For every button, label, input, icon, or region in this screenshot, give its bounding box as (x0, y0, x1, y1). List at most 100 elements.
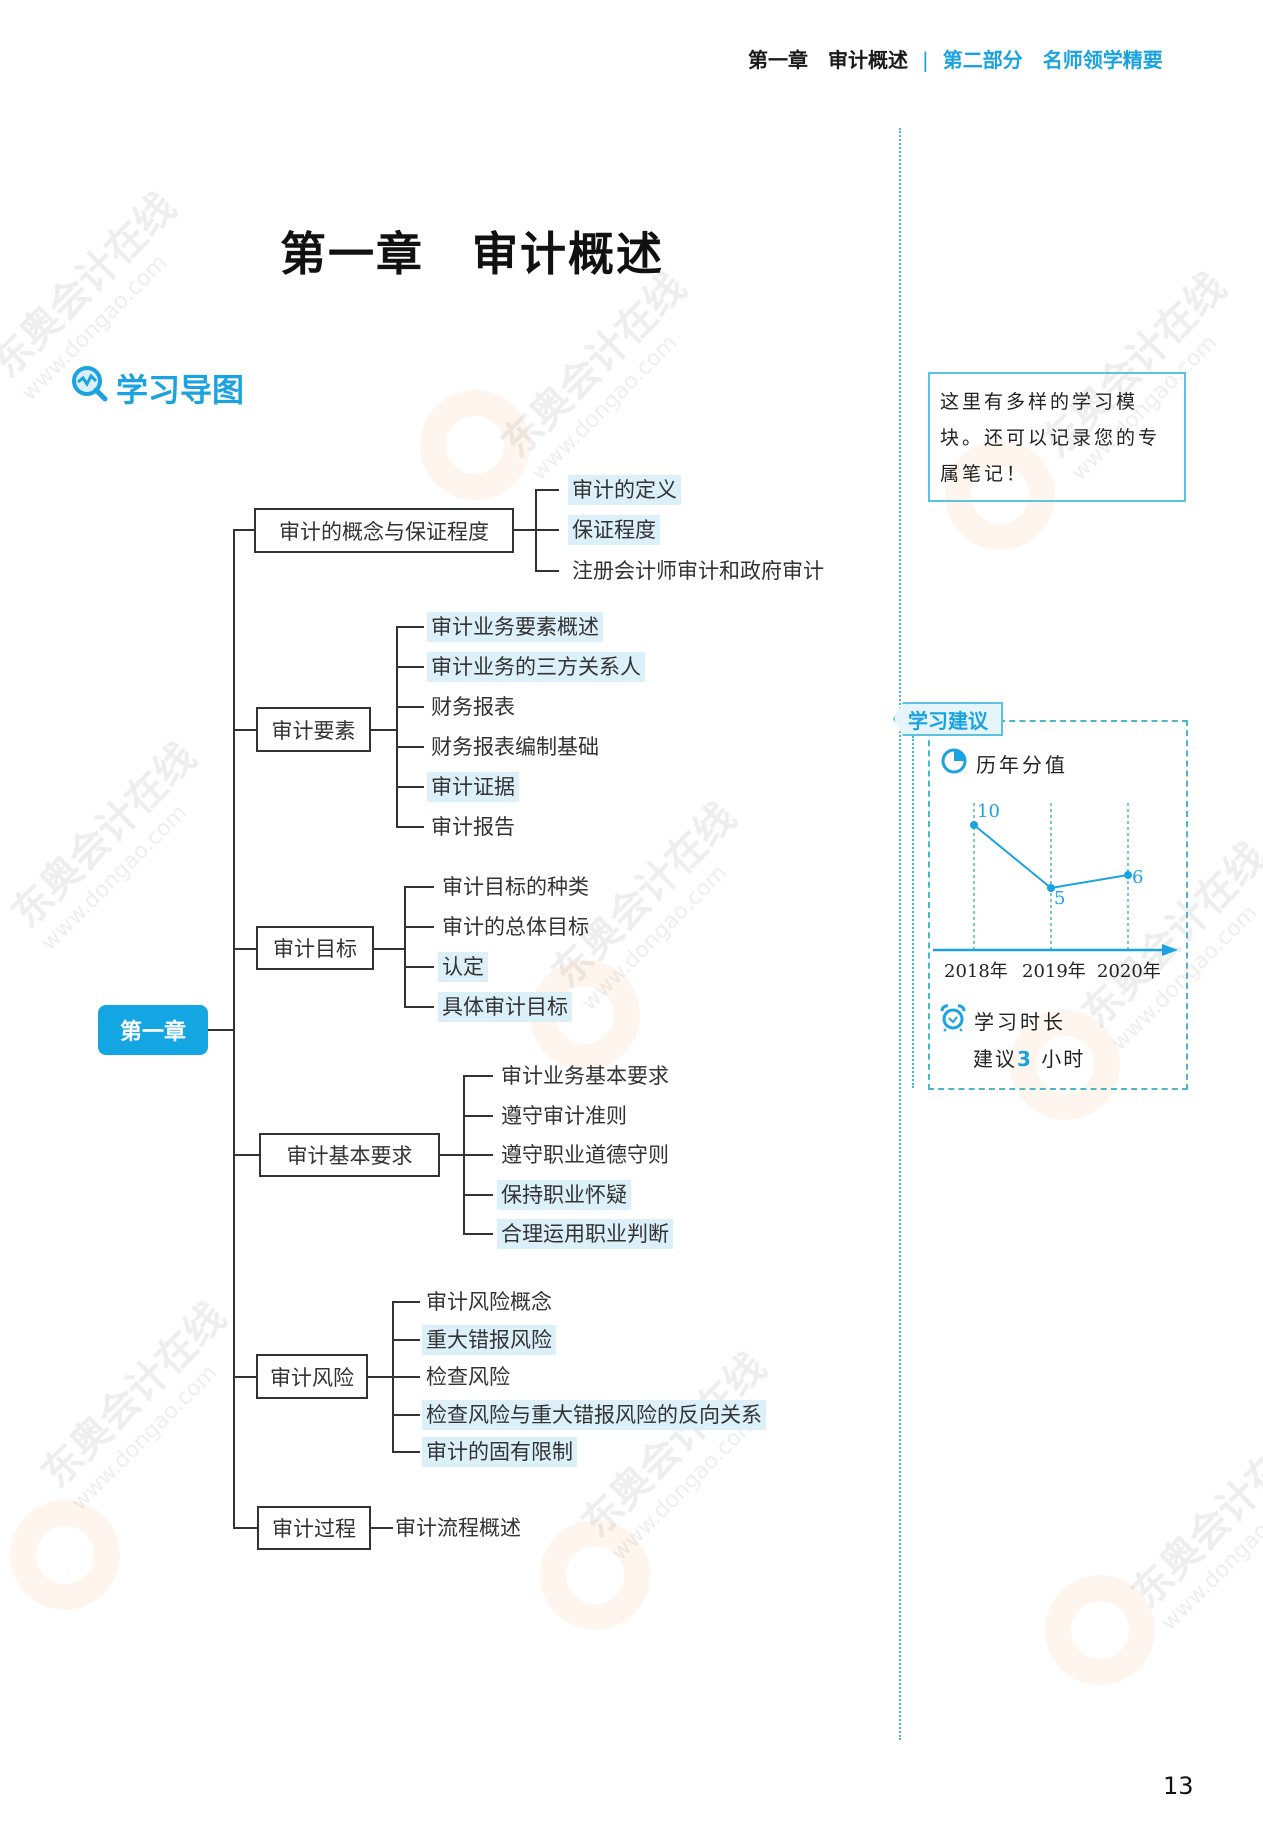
trunk-line (233, 529, 235, 1529)
connector (396, 746, 424, 748)
connector (233, 1376, 257, 1378)
duration-value: 建议3 小时 (973, 1043, 1085, 1072)
x-tick-label: 2020年 (1097, 961, 1161, 982)
branch-box: 审计基本要求 (259, 1133, 440, 1177)
connector (233, 1527, 258, 1529)
connector (404, 1006, 434, 1008)
mindmap-leaf: 遵守审计准则 (501, 1104, 627, 1128)
study-advice-tag: 学习建议 (893, 702, 1003, 736)
duration-number: 3 (1017, 1047, 1033, 1071)
mindmap-leaf: 检查风险与重大错报风险的反向关系 (422, 1400, 766, 1430)
connector (392, 1301, 420, 1303)
x-tick-label: 2018年 (944, 961, 1008, 982)
connector (463, 1154, 493, 1156)
connector (463, 1194, 493, 1196)
connector (392, 1339, 420, 1341)
connector (392, 1451, 420, 1453)
connector (371, 729, 397, 731)
x-tick-label: 2019年 (1022, 961, 1086, 982)
mindmap-leaf: 保持职业怀疑 (497, 1180, 631, 1210)
mindmap-leaf: 具体审计目标 (438, 992, 572, 1022)
alarm-clock-icon (940, 1004, 966, 1037)
study-advice-panel (928, 720, 1188, 1090)
mindmap-leaf: 财务报表 (431, 695, 515, 719)
connector (535, 570, 559, 572)
header-chapter-title: 审计概述 (828, 48, 908, 72)
connector (535, 529, 559, 531)
mindmap-leaf: 合理运用职业判断 (497, 1219, 673, 1249)
duration-suffix: 小时 (1032, 1047, 1086, 1071)
running-header: 第一章审计概述|第二部分名师领学精要 (748, 44, 1163, 73)
connector (233, 729, 257, 731)
connector (463, 1075, 493, 1077)
panel-guide-line (912, 736, 914, 1088)
header-chapter: 第一章 (748, 48, 808, 72)
mindmap-leaf: 审计风险概念 (426, 1290, 552, 1314)
mindmap-leaf: 审计业务要素概述 (427, 612, 603, 642)
mindmap-leaf: 重大错报风险 (422, 1325, 556, 1355)
connector (396, 626, 424, 628)
connector (404, 886, 406, 1008)
mindmap-leaf: 检查风险 (426, 1365, 510, 1389)
mindmap-leaf: 审计流程概述 (395, 1516, 521, 1540)
data-label: 10 (977, 801, 1000, 822)
branch-box: 审计的概念与保证程度 (254, 508, 514, 553)
mindmap-leaf: 审计的固有限制 (422, 1437, 577, 1467)
connector (396, 826, 424, 828)
study-guide-label: 学习导图 (116, 371, 245, 409)
title-name: 审计概述 (472, 227, 664, 281)
note-box: 这里有多样的学习模块。还可以记录您的专属笔记！ (928, 372, 1186, 502)
connector (208, 1029, 235, 1031)
connector (392, 1414, 420, 1416)
connector (396, 666, 424, 668)
mindmap-leaf: 认定 (438, 952, 488, 982)
connector (514, 529, 536, 531)
duration-prefix: 建议 (973, 1047, 1017, 1071)
mindmap-leaf: 审计业务的三方关系人 (427, 652, 645, 682)
header-section: 名师领学精要 (1042, 48, 1163, 72)
score-heading: 历年分值 (940, 747, 1068, 780)
branch-box: 审计过程 (257, 1506, 371, 1550)
connector (233, 1154, 260, 1156)
pie-chart-icon (940, 747, 968, 780)
connector (371, 1527, 393, 1529)
data-label: 5 (1054, 888, 1066, 909)
mindmap-leaf: 遵守职业道德守则 (501, 1143, 669, 1167)
magnifier-chart-icon (70, 364, 110, 412)
mindmap-leaf: 注册会计师审计和政府审计 (572, 559, 824, 583)
connector (404, 966, 434, 968)
branch-box: 审计目标 (256, 926, 374, 970)
duration-title: 学习时长 (974, 1010, 1066, 1034)
watermark-logo (1045, 1575, 1155, 1685)
connector (233, 529, 255, 531)
page-title: 第一章审计概述 (280, 218, 664, 284)
mindmap-leaf: 审计报告 (431, 815, 515, 839)
branch-box: 审计要素 (256, 707, 371, 752)
header-separator: | (922, 48, 929, 72)
mindmap-leaf: 审计的定义 (568, 475, 681, 505)
score-title: 历年分值 (976, 753, 1068, 777)
connector (440, 1154, 464, 1156)
connector (396, 706, 424, 708)
branch-box: 审计风险 (256, 1354, 368, 1399)
data-label: 6 (1132, 867, 1144, 888)
column-divider (899, 128, 901, 1740)
mindmap-leaf: 审计证据 (427, 772, 519, 802)
page-number: 13 (1163, 1772, 1194, 1800)
connector (374, 948, 405, 950)
mindmap-root: 第一章 (98, 1005, 208, 1055)
score-line-chart: 10 5 6 2018年 2019年 2020年 (930, 795, 1185, 999)
connector (535, 489, 559, 491)
connector (463, 1233, 493, 1235)
connector (404, 886, 434, 888)
connector (463, 1115, 493, 1117)
title-chapter: 第一章 (280, 227, 424, 281)
watermark-logo (540, 1520, 650, 1630)
mindmap-leaf: 财务报表编制基础 (431, 735, 599, 759)
mindmap-leaf: 保证程度 (568, 515, 660, 545)
